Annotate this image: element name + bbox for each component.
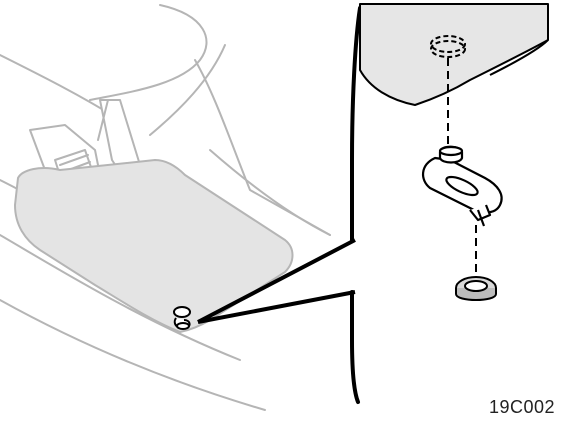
console-side-outline <box>149 44 226 136</box>
callout-border <box>350 6 362 404</box>
brake-pedal-arm <box>97 99 109 141</box>
center-tunnel-outline <box>194 59 331 236</box>
mat-grommet <box>455 276 497 301</box>
floor-line-upper <box>0 234 241 361</box>
floor-section-edge <box>489 39 549 76</box>
tunnel-lower-outline <box>209 149 331 236</box>
dashboard-outline <box>89 4 208 101</box>
floor-hole-inner-dashed <box>430 40 466 58</box>
floor-section <box>359 3 549 106</box>
mat-hook-small <box>173 306 191 330</box>
figure-code: 19C002 <box>488 397 555 417</box>
floor-hole-dashed <box>430 35 466 53</box>
hook-clip <box>422 145 503 227</box>
callout-panel <box>350 3 549 404</box>
floor-mat <box>14 159 294 333</box>
floor-line-lower <box>0 299 266 411</box>
callout-connector <box>197 238 356 324</box>
